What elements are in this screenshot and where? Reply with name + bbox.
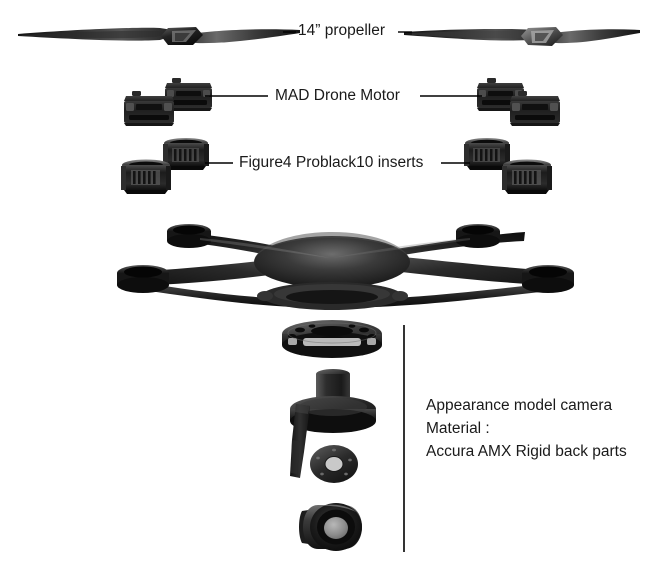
camera-mount-plate xyxy=(282,320,382,358)
callout-label-motor: MAD Drone Motor xyxy=(275,87,400,104)
callout-camera-line-3: Accura AMX Rigid back parts xyxy=(426,442,627,460)
motor-left-rear xyxy=(165,78,212,111)
gimbal-washer-ring xyxy=(310,445,358,483)
insert-left-rear xyxy=(163,138,209,170)
callout-label-propeller: 14” propeller xyxy=(298,22,386,39)
callout-camera-line-2: Material : xyxy=(426,419,490,437)
frame-boss-rear-left xyxy=(167,224,211,248)
drone-frame-body xyxy=(117,224,574,310)
propeller-right xyxy=(404,27,640,46)
callout-label-inserts: Figure4 Problack10 inserts xyxy=(239,154,424,171)
frame-boss-rear-right xyxy=(456,224,500,248)
frame-boss-front-left xyxy=(117,265,169,293)
camera-lens-module xyxy=(299,503,362,551)
frame-boss-front-right xyxy=(522,265,574,293)
motor-right-front xyxy=(510,91,560,126)
insert-left-front xyxy=(121,159,171,194)
insert-right-rear xyxy=(464,138,510,170)
gimbal-post-assembly xyxy=(290,369,376,478)
callout-camera-line-1: Appearance model camera xyxy=(426,397,613,414)
callout-label-camera: Appearance model camera Material : Accur… xyxy=(426,395,627,464)
motor-left-front xyxy=(124,91,174,126)
insert-right-front xyxy=(502,159,552,194)
propeller-left xyxy=(18,27,300,45)
